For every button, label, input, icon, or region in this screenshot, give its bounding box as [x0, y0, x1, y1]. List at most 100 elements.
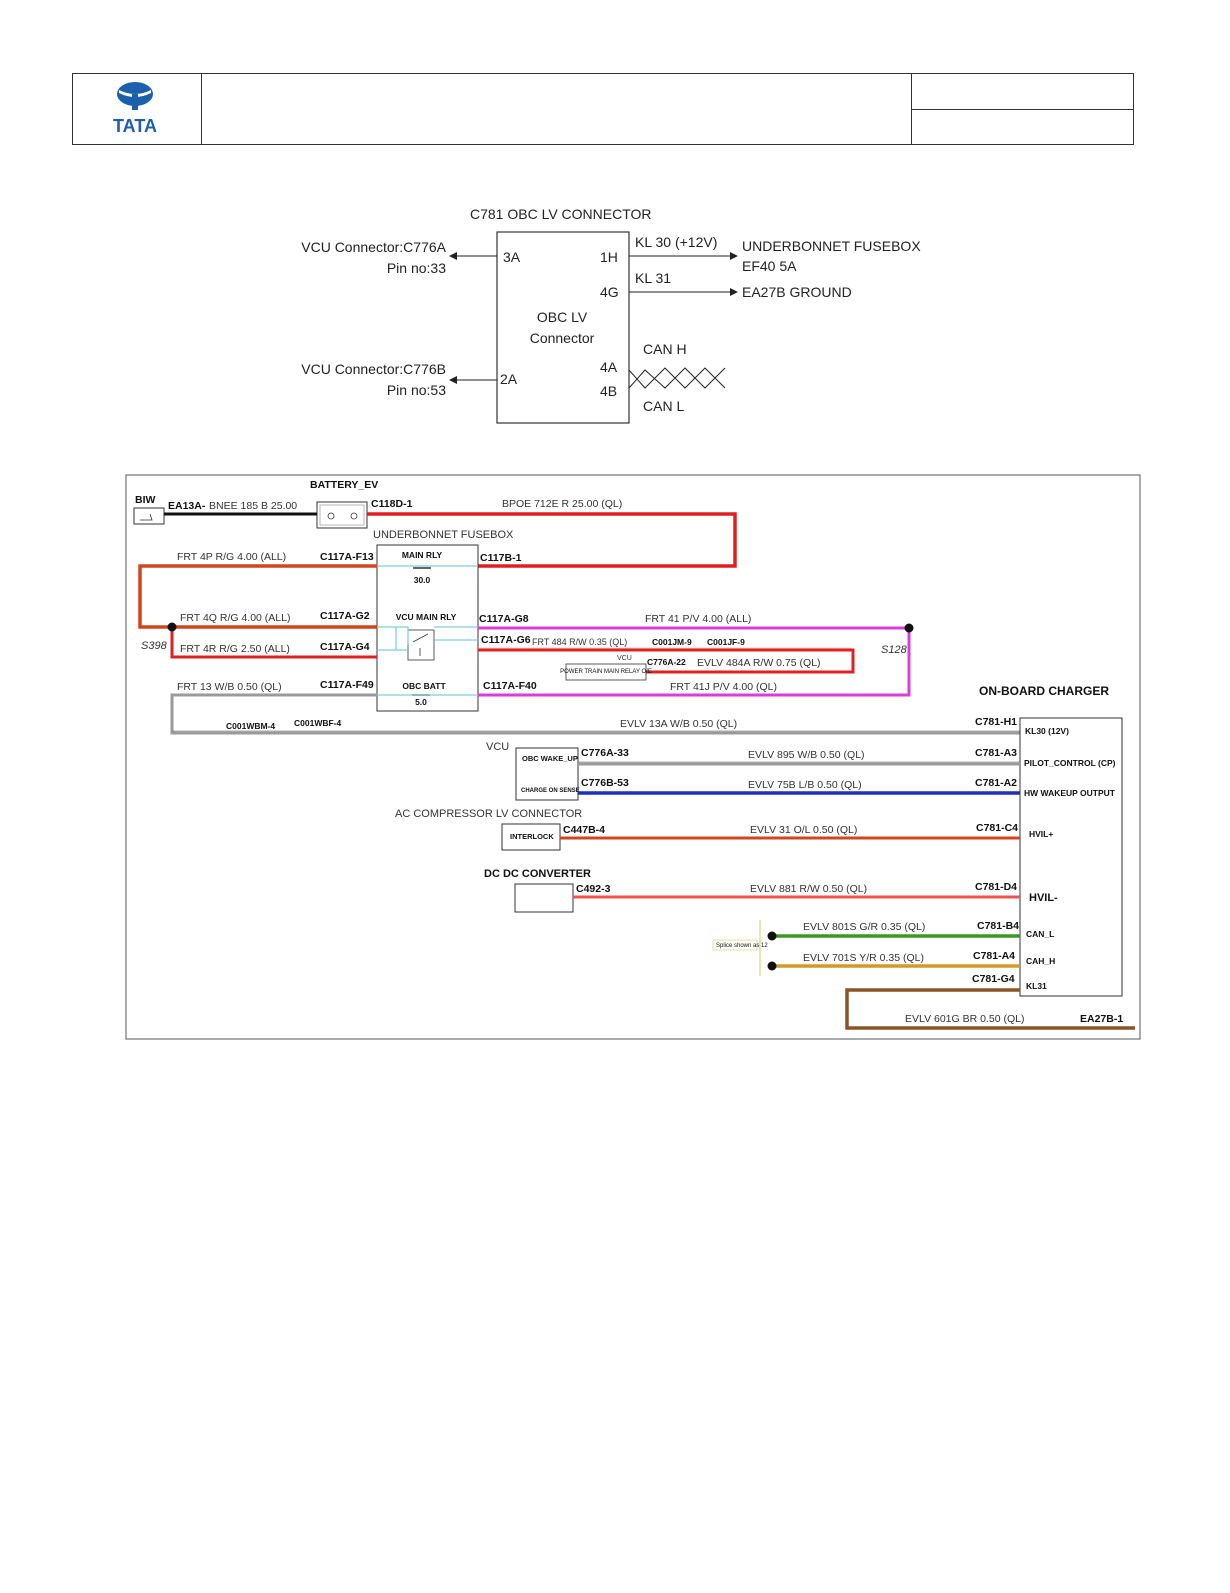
pin-kl30-12v: KL30 (12V): [1025, 726, 1069, 736]
c781-a4-label: C781-A4: [973, 950, 1015, 962]
obc-title: ON-BOARD CHARGER: [979, 684, 1109, 698]
wire-evlv701s-label: EVLV 701S Y/R 0.35 (QL): [803, 952, 924, 964]
c781-h1-label: C781-H1: [975, 716, 1017, 728]
wire-frt4p-label: FRT 4P R/G 4.00 (ALL): [177, 551, 286, 563]
c117b-1-label: C117B-1: [480, 552, 522, 564]
wire-evlv601g: [845, 988, 1135, 1030]
wire-bnee-label: BNEE 185 B 25.00: [209, 500, 297, 512]
dcdc-block: [514, 883, 574, 913]
box-label-1: OBC LV: [537, 309, 588, 325]
left-bot-line-1: VCU Connector:C776B: [301, 361, 446, 377]
obc-wake-label: OBC WAKE_UP: [522, 754, 578, 763]
pin-hw-wakeup: HW WAKEUP OUTPUT: [1024, 788, 1116, 798]
pin-kl31: KL31: [1026, 981, 1047, 991]
c001wbf4-label: C001WBF-4: [294, 718, 342, 728]
kl30-label: KL 30 (+12V): [635, 234, 717, 250]
charge-sense-label: CHARGE ON SENSE: [521, 788, 580, 794]
dest-ef40: EF40 5A: [742, 258, 797, 274]
c117a-g2-label: C117A-G2: [320, 610, 370, 622]
wire-evlv75b-label: EVLV 75B L/B 0.50 (QL): [748, 779, 862, 791]
c776a22-label: C776A-22: [647, 657, 686, 667]
pin-can-h: CAH_H: [1026, 956, 1055, 966]
on-board-charger-block: [1019, 717, 1123, 997]
c001wbm4-label: C001WBM-4: [226, 721, 275, 731]
wire-evlv31-label: EVLV 31 O/L 0.50 (QL): [750, 824, 857, 836]
ptmr-block: [565, 663, 647, 681]
obc-batt-label: OBC BATT: [402, 681, 446, 691]
wire-frt4q-label: FRT 4Q R/G 4.00 (ALL): [180, 612, 291, 624]
wire-bpoe-label: BPOE 712E R 25.00 (QL): [502, 498, 622, 510]
c117a-g6-label: C117A-G6: [481, 634, 531, 646]
vcu-small-label: VCU: [617, 655, 632, 662]
wire-evlv601g-label: EVLV 601G BR 0.50 (QL): [905, 1013, 1024, 1025]
wiring-schematic: BIW BATTERY_EV EA13A- BNEE 185 B 25.00 C…: [125, 474, 1141, 1040]
c781-b4-label: C781-B4: [977, 920, 1019, 932]
obc-batt-value: 5.0: [415, 697, 427, 707]
c001jm9-label: C001JM-9: [652, 637, 692, 647]
main-rly-label: MAIN RLY: [402, 550, 443, 560]
ea27b-label: EA27B-1: [1080, 1013, 1123, 1025]
pin-hvil-minus: HVIL-: [1029, 892, 1058, 904]
wire-evlv895-label: EVLV 895 W/B 0.50 (QL): [748, 749, 865, 761]
c118d-label: C118D-1: [371, 498, 413, 510]
box-label-2: Connector: [530, 330, 595, 346]
splice-note-label: Splice shown as 12: [716, 943, 768, 949]
c117a-f13-label: C117A-F13: [320, 551, 374, 563]
pin-pilot-control: PILOT_CONTROL (CP): [1024, 758, 1116, 768]
wire-frt484-label: FRT 484 R/W 0.35 (QL): [532, 637, 627, 647]
vcu-main-relay-symbol: [407, 629, 435, 661]
interlock-label: INTERLOCK: [510, 832, 554, 841]
logo-text: TATA: [113, 116, 157, 136]
wire-frt4p: [138, 564, 377, 629]
c781-a2-label: C781-A2: [975, 777, 1017, 789]
dest-ground: EA27B GROUND: [742, 284, 852, 300]
obc-lv-connector-box: [496, 231, 630, 424]
ea13a-label: EA13A-: [168, 500, 206, 512]
splice-s128: [904, 623, 914, 633]
s398-label: S398: [141, 640, 168, 652]
c781-g4-label: C781-G4: [972, 973, 1015, 985]
can-h-label: CAN H: [643, 341, 687, 357]
pin-4b: 4B: [600, 383, 617, 399]
biw-ground-block: [133, 507, 165, 525]
c117a-f40-label: C117A-F40: [483, 680, 537, 692]
pin-4a: 4A: [600, 359, 618, 375]
battery-ev-block: [316, 501, 368, 529]
dcdc-label: DC DC CONVERTER: [484, 868, 591, 880]
vcu-block: [515, 747, 579, 801]
vcu-main-rly-label: VCU MAIN RLY: [396, 612, 457, 622]
battery-ev-label: BATTERY_EV: [310, 479, 378, 491]
document-header: TATA: [72, 73, 1134, 145]
can-l-label: CAN L: [643, 398, 684, 414]
ub-fusebox-label: UNDERBONNET FUSEBOX: [373, 529, 514, 541]
splice-note-box: [712, 939, 758, 951]
c117a-g8-label: C117A-G8: [479, 613, 529, 625]
wire-frt13: [170, 693, 1020, 735]
s128-label: S128: [881, 644, 908, 656]
pin-3a: 3A: [503, 249, 521, 265]
pin-2a: 2A: [500, 371, 518, 387]
c117a-f49-label: C117A-F49: [320, 679, 374, 691]
wire-bpoe: [367, 512, 737, 568]
left-bot-line-2: Pin no:53: [387, 382, 446, 398]
wire-frt41: [478, 626, 911, 697]
pin-can-l: CAN_L: [1026, 929, 1054, 939]
fusebox-internal-traces: [377, 565, 478, 696]
wire-evlv13a-label: EVLV 13A W/B 0.50 (QL): [620, 718, 737, 730]
tata-logo: TATA: [113, 82, 157, 136]
wire-evlv881-label: EVLV 881 R/W 0.50 (QL): [750, 883, 867, 895]
wire-frt41-label: FRT 41 P/V 4.00 (ALL): [645, 613, 751, 625]
kl31-label: KL 31: [635, 270, 671, 286]
wire-frt484: [478, 648, 855, 674]
ac-compressor-block: [501, 823, 561, 851]
splice-can-l: [767, 931, 777, 941]
wire-frt4r-label: FRT 4R R/G 2.50 (ALL): [180, 643, 290, 655]
can-twisted-pair: [628, 367, 726, 389]
schematic-frame: [125, 474, 1141, 1040]
ptmr-label: POWER TRAIN MAIN RELAY O/E: [560, 669, 652, 675]
vcu-label: VCU: [486, 741, 509, 753]
logo-cell: TATA: [73, 74, 202, 144]
wire-evlv801s-label: EVLV 801S G/R 0.35 (QL): [803, 921, 925, 933]
wire-frt4r: [170, 627, 377, 659]
lv-connector-diagram: C781 OBC LV CONNECTOR OBC LV Connector 3…: [301, 206, 921, 424]
